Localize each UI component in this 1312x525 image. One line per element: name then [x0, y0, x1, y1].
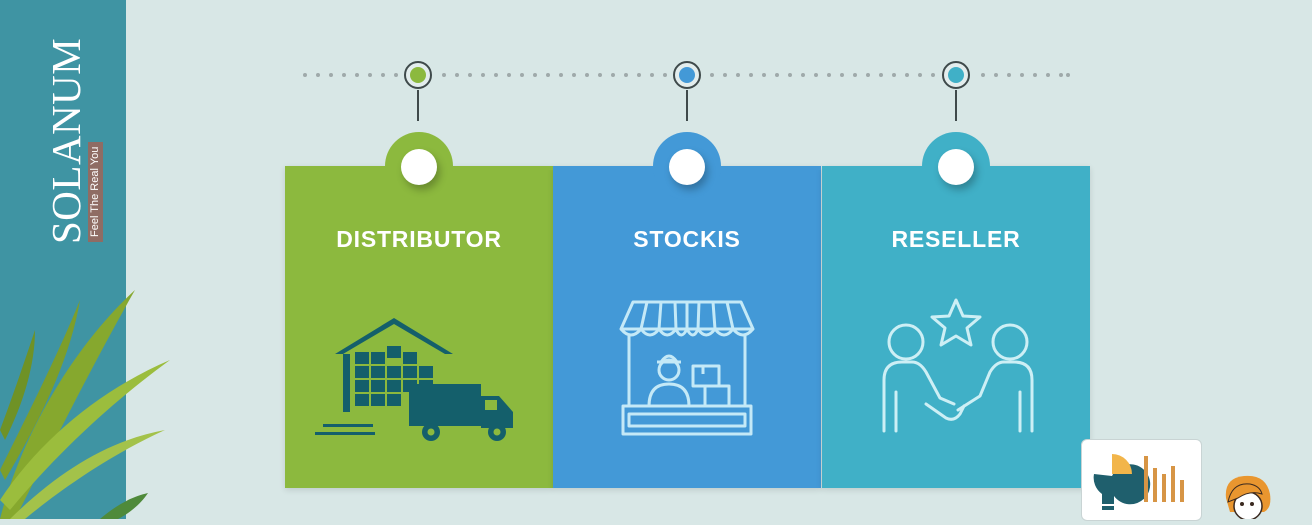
- market-stall-icon: [619, 300, 755, 436]
- pin-knob: [669, 149, 705, 185]
- reseller-marker: [942, 61, 970, 121]
- distributor-marker: [404, 61, 432, 121]
- card-title: RESELLER: [891, 226, 1021, 252]
- handshake-star-icon: [882, 298, 1034, 433]
- analytics-logo: [1081, 439, 1202, 521]
- card-title: STOCKIS: [633, 226, 741, 252]
- card-stockis: STOCKIS: [553, 132, 821, 488]
- card-title: DISTRIBUTOR: [336, 226, 502, 252]
- pin-knob: [401, 149, 437, 185]
- warehouse-truck-icon: [315, 318, 513, 441]
- timeline: [303, 61, 1070, 121]
- mascot-character: [1225, 475, 1271, 519]
- card-distributor: DISTRIBUTOR: [285, 132, 553, 488]
- pin-knob: [938, 149, 974, 185]
- bulb-chart-icon: [1093, 454, 1184, 510]
- palm-leaf-decoration: [0, 290, 170, 519]
- card-reseller: RESELLER: [822, 132, 1090, 488]
- stockis-marker: [673, 61, 701, 121]
